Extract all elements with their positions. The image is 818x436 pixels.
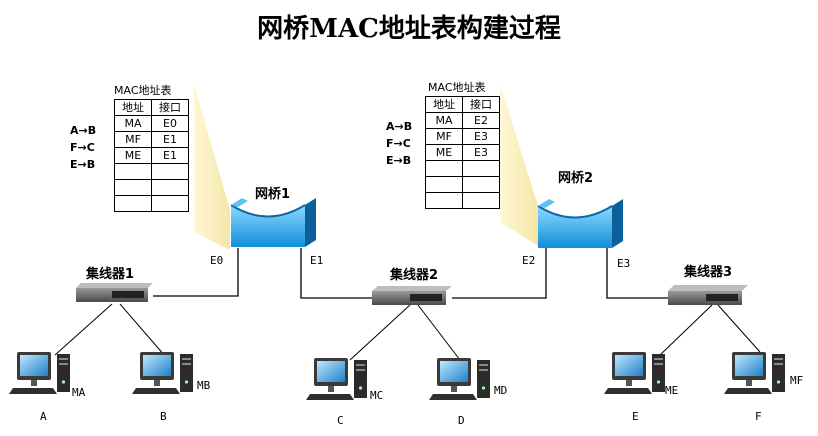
host-f-mac: MF [790, 374, 804, 387]
table-row [114, 195, 189, 212]
bridge1-label: 网桥1 [255, 187, 291, 202]
host-a-computer [9, 352, 70, 394]
table1-caption: MAC地址表 [114, 84, 172, 97]
host-b-computer [132, 352, 193, 394]
host-a-name: A [40, 410, 47, 423]
table1-callout-beam [194, 84, 230, 250]
host-e-computer [604, 352, 665, 394]
bridge2-device [537, 199, 623, 248]
port-label-e2: E2 [522, 254, 536, 267]
host-b-mac: MB [197, 379, 211, 392]
bridge1-device [230, 198, 316, 247]
host-c-mac: MC [370, 389, 384, 402]
host-a-mac: MA [72, 386, 86, 399]
host-d-name: D [458, 414, 465, 427]
host-d-mac: MD [494, 384, 508, 397]
host-e-name: E [632, 410, 639, 423]
bridge2-label: 网桥2 [558, 171, 594, 186]
table1-flow-label: E→B [70, 158, 96, 171]
port-label-e3: E3 [617, 257, 631, 270]
cable-e3-hub3 [606, 248, 670, 299]
table-row [114, 179, 189, 196]
port-label-e1: E1 [310, 254, 324, 267]
table1-flow-label: F→C [70, 141, 95, 154]
cable-e1-hub2 [300, 248, 372, 299]
host-c-name: C [337, 414, 344, 427]
host-b-name: B [160, 410, 167, 423]
table-row [425, 160, 500, 177]
cable-hub1-e0 [153, 248, 239, 297]
cable-hub2-e2 [452, 248, 547, 299]
table-row [425, 176, 500, 193]
hub1-device [76, 283, 153, 302]
table2-flow-label: A→B [386, 120, 413, 133]
table2-callout-beam [500, 84, 538, 246]
hub3-label: 集线器3 [684, 265, 733, 280]
host-f-name: F [755, 410, 762, 423]
hub2-label: 集线器2 [390, 268, 439, 283]
table2-flow-label: E→B [386, 154, 412, 167]
table1-header-address: 地址 [114, 99, 152, 116]
table2-header-address: 地址 [425, 96, 463, 113]
port-label-e0: E0 [210, 254, 224, 267]
host-e-mac: ME [665, 384, 679, 397]
table1-flow-label: A→B [70, 124, 97, 137]
diagram-title: 网桥MAC地址表构建过程 [257, 14, 561, 44]
table-row [425, 192, 500, 209]
table2-flow-label: F→C [386, 137, 411, 150]
hub2-device [372, 286, 452, 305]
table2-caption: MAC地址表 [428, 81, 486, 94]
table2-header-port: 接口 [462, 96, 500, 113]
hub1-label: 集线器1 [86, 267, 135, 282]
table-row [114, 163, 189, 180]
host-c-computer [306, 358, 367, 400]
hub3-device [668, 285, 748, 305]
table1-header-port: 接口 [151, 99, 189, 116]
host-f-computer [724, 352, 785, 394]
host-d-computer [429, 358, 490, 400]
